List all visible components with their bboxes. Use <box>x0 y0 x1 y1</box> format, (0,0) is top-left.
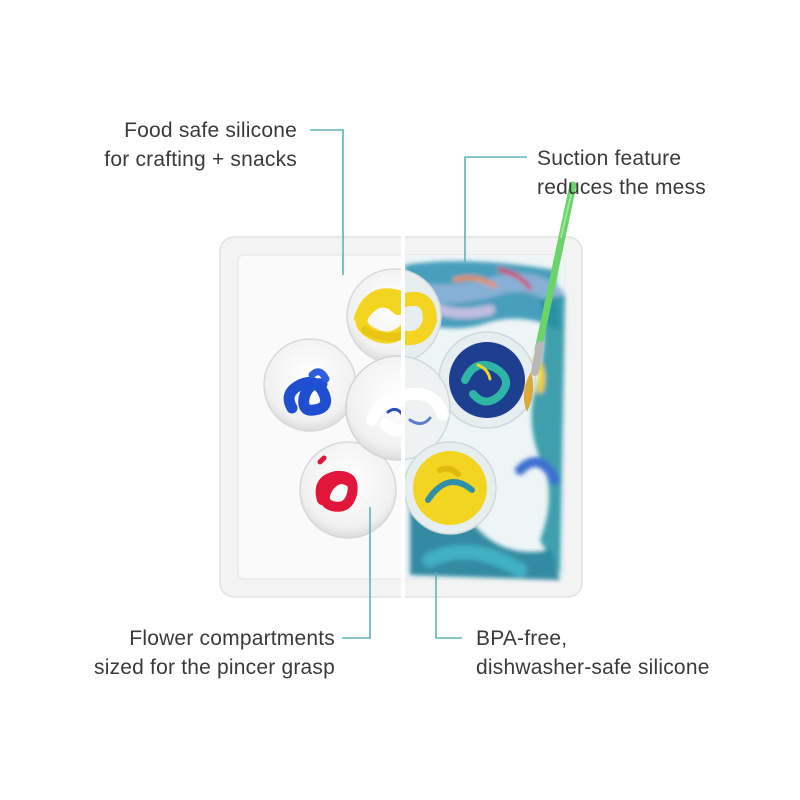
clean-half <box>263 268 403 539</box>
callout-bottom-left: Flower compartments sized for the pincer… <box>94 624 335 682</box>
leader-line-top-right <box>464 156 527 262</box>
blue-teal-compartment <box>438 331 536 429</box>
blue-paint-compartment <box>263 338 357 432</box>
yellow-paint-compartment-used <box>403 269 442 363</box>
leader-line-bottom-left <box>342 507 371 639</box>
callout-bottom-right-line2: dishwasher-safe silicone <box>476 656 710 679</box>
paint-covered-half <box>403 236 566 580</box>
callout-top-left-line2: for crafting + snacks <box>104 148 297 171</box>
callout-bottom-right: BPA-free, dishwasher-safe silicone <box>476 624 710 682</box>
white-paint-compartment <box>345 355 403 461</box>
white-compartment-used <box>403 355 451 461</box>
callout-bottom-left-line1: Flower compartments <box>129 627 335 650</box>
callout-top-right-line1: Suction feature <box>537 147 682 170</box>
callout-top-right: Suction feature reduces the mess <box>537 144 706 202</box>
yellow-bottom-compartment <box>403 441 497 535</box>
yellow-paint-compartment <box>346 268 403 364</box>
paintbrush-icon <box>523 236 566 412</box>
leader-lines <box>310 129 527 639</box>
leader-line-top-left <box>310 129 344 275</box>
callout-top-left-line1: Food safe silicone <box>124 119 297 142</box>
red-paint-compartment <box>299 441 397 539</box>
callout-top-left: Food safe silicone for crafting + snacks <box>104 116 297 174</box>
callout-bottom-left-line2: sized for the pincer grasp <box>94 656 335 679</box>
callout-top-right-line2: reduces the mess <box>537 176 706 199</box>
paintbrush-handle <box>558 181 577 241</box>
leader-line-bottom-right <box>435 572 462 639</box>
callout-bottom-right-line1: BPA-free, <box>476 627 568 650</box>
